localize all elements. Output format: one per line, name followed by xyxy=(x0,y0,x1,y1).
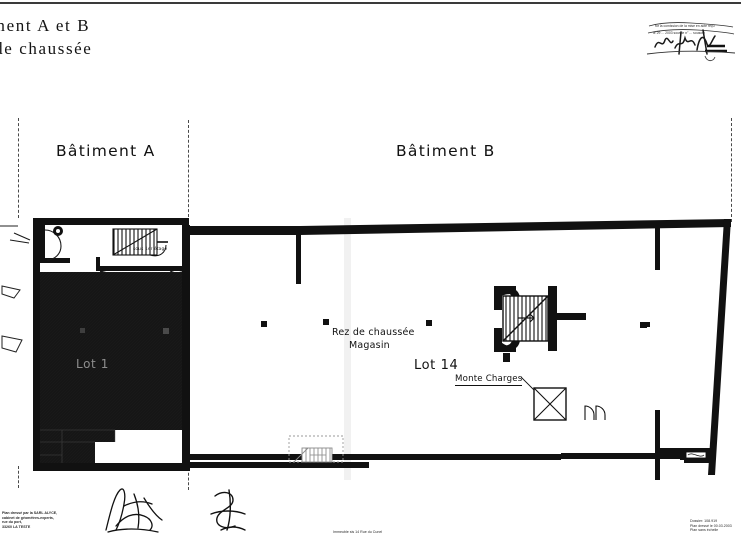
footer-surveyor-line-1: Plan dressé par la SARL ALYCE, xyxy=(2,511,58,515)
floor-plan-drawing xyxy=(0,100,741,500)
footer-dossier-line-1: Dossier: 108.919 xyxy=(690,519,718,523)
client-signature xyxy=(205,488,253,534)
title-line-buildings: âtiment A et B xyxy=(0,16,91,35)
svg-text:le 29 ... 2003 sous le n° ...: le 29 ... 2003 sous le n° ... souscrit xyxy=(653,31,705,35)
svg-text:for la comission de la mise en: for la comission de la mise en acte reçu xyxy=(655,24,715,28)
label-level-line-2: Magasin xyxy=(349,340,390,351)
footer-address-note: Immeuble sis 14 Rue du Cunel xyxy=(333,530,383,534)
footer-surveyor-line-2: cabinet de géomètres-experts, xyxy=(2,515,54,520)
division-line-left xyxy=(18,118,19,218)
footer-surveyor-line-4: 33260 LA TESTE xyxy=(2,524,31,529)
label-stair-note-a: sous 1er étage xyxy=(133,247,168,252)
header-rule xyxy=(0,2,741,4)
division-line-middle xyxy=(188,120,189,222)
surveyor-signature xyxy=(100,486,166,534)
registration-stamp-icon: for la comission de la mise en acte reçu… xyxy=(645,14,737,64)
label-monte-charges: Monte Charges xyxy=(455,374,523,386)
building-label-a: Bâtiment A xyxy=(56,142,156,160)
label-lot-1: Lot 1 xyxy=(76,357,109,371)
document-title: âtiment A et B ez de chaussée xyxy=(0,14,300,60)
footer-dossier-line-2: Plan dressé le 00.03.2003 xyxy=(690,523,732,528)
footer-surveyor-block: Plan dressé par la SARL ALYCE, cabinet d… xyxy=(2,511,57,529)
title-line-level: ez de chaussée xyxy=(0,39,93,58)
label-lot-14: Lot 14 xyxy=(414,358,459,373)
footer-surveyor-line-3: rue du port, xyxy=(2,520,22,525)
division-line-middle-lower xyxy=(188,468,189,490)
building-label-b: Bâtiment B xyxy=(396,142,496,160)
division-line-left-lower xyxy=(18,466,19,488)
division-line-right xyxy=(731,118,732,222)
footer-dossier-line-3: Plan sans échelle xyxy=(690,528,719,533)
footer-dossier-block: Dossier: 108.919 Plan dressé le 00.03.20… xyxy=(690,519,732,533)
label-level-line-1: Rez de chaussée xyxy=(332,327,415,338)
